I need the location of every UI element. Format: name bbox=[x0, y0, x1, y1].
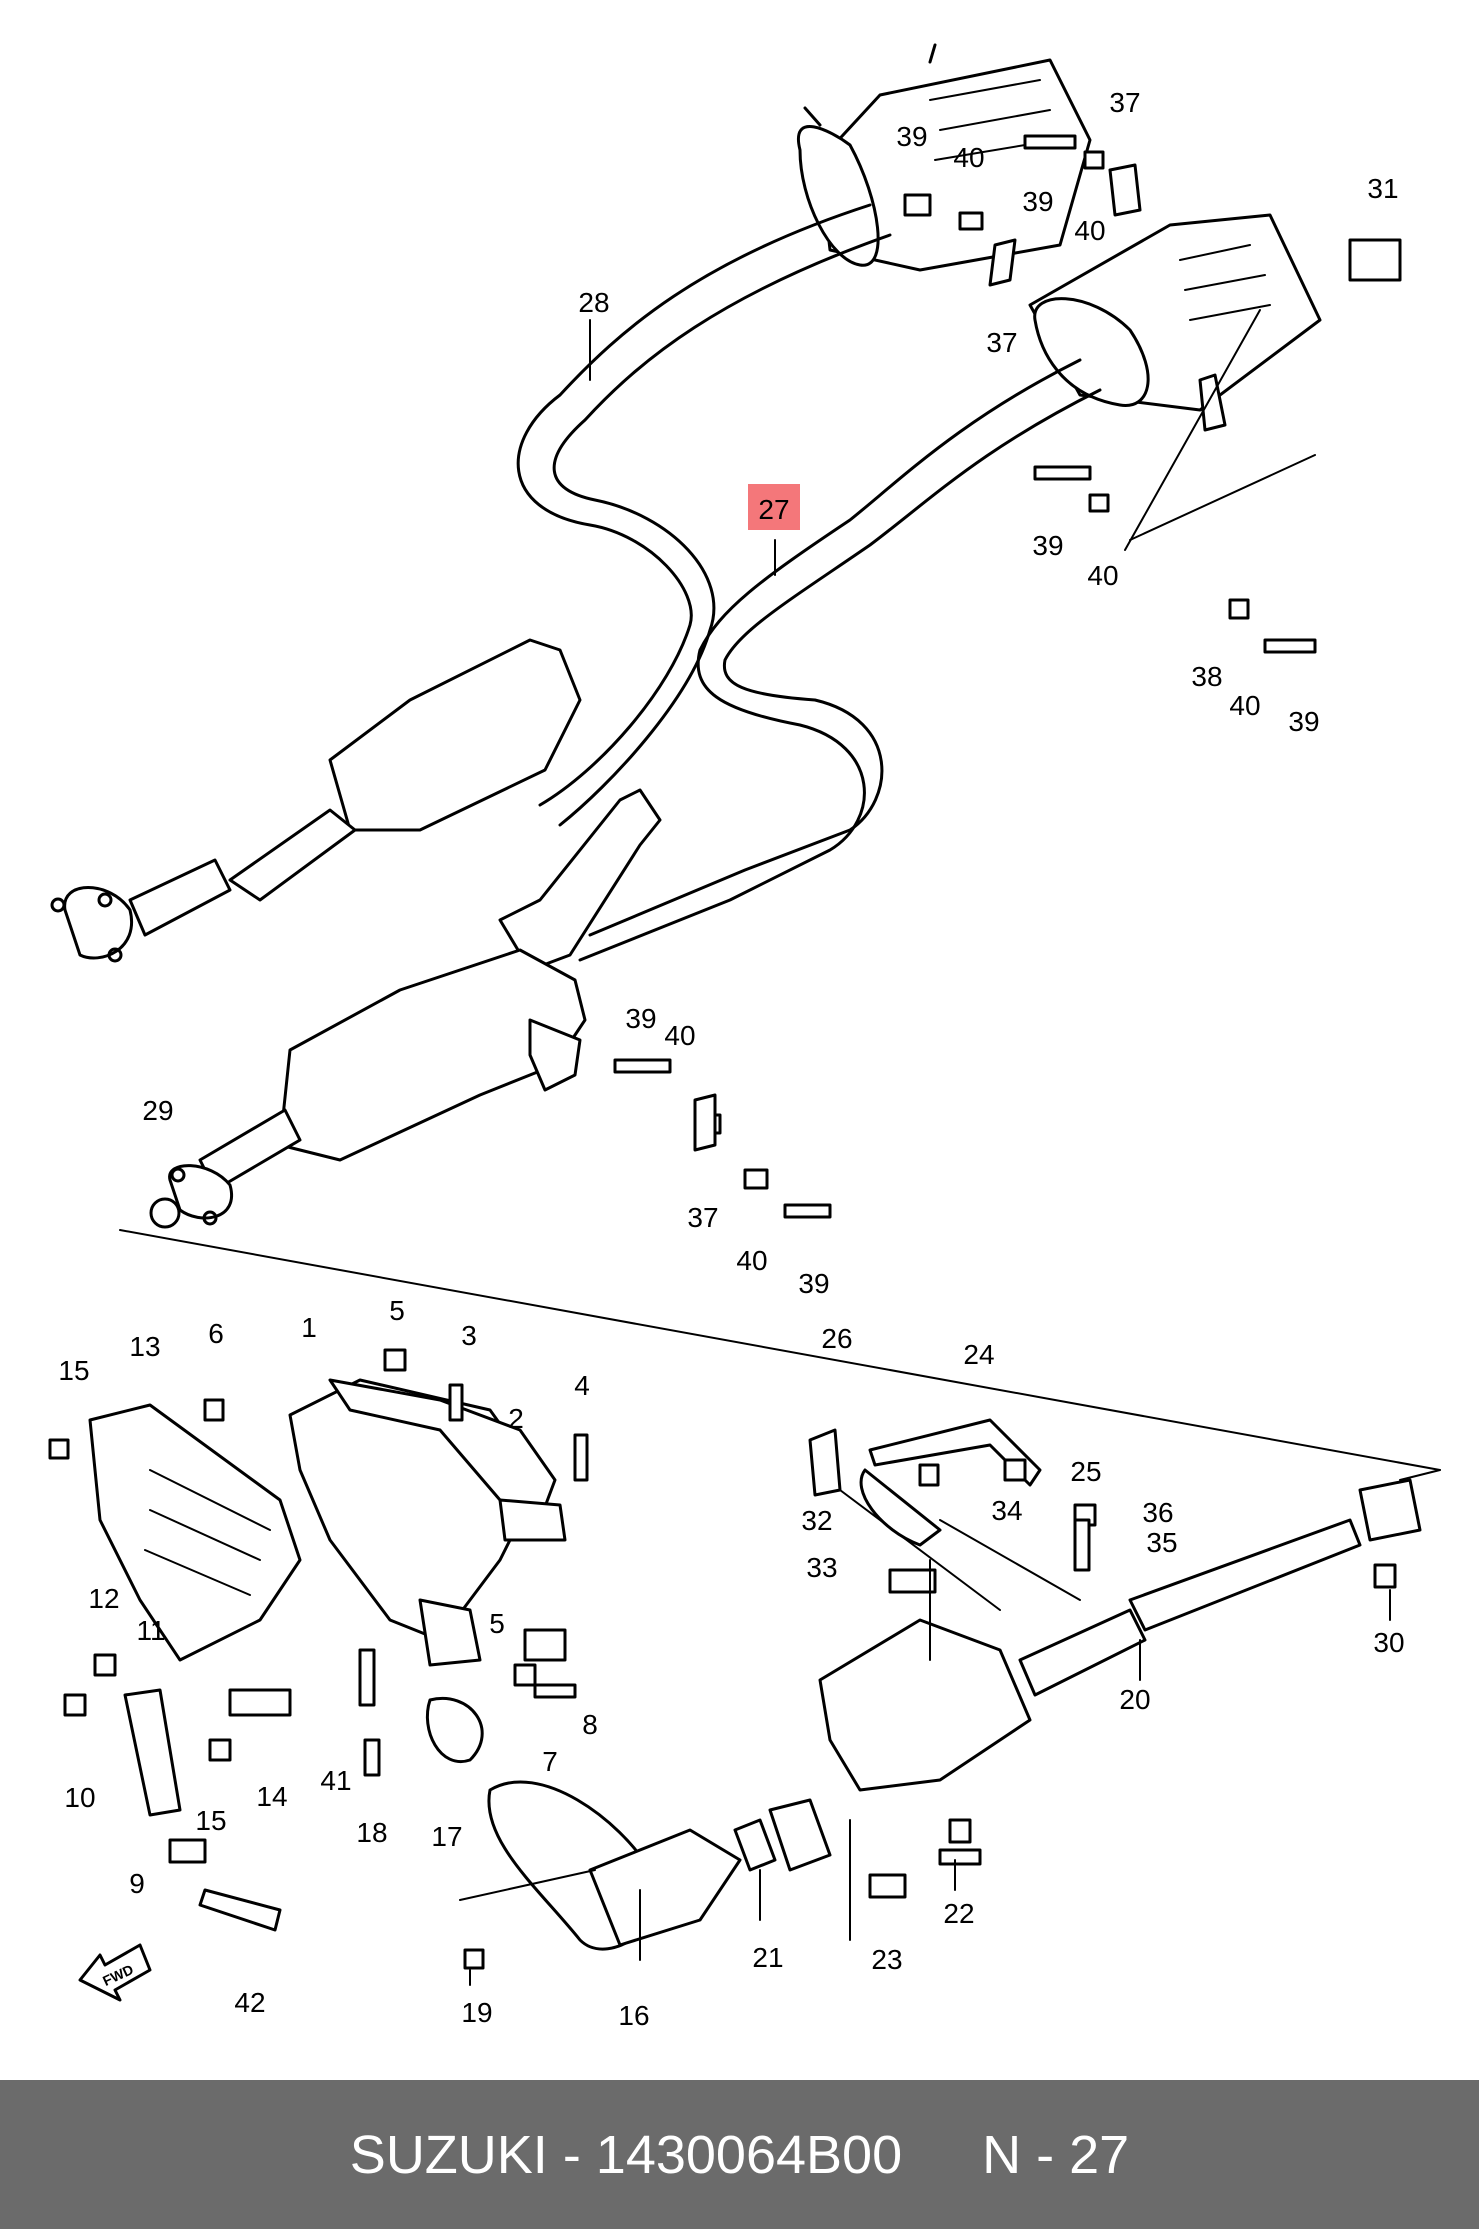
label-32: 32 bbox=[801, 1505, 832, 1536]
footer-bar: SUZUKI - 1430064B00 N - 27 bbox=[0, 2080, 1479, 2229]
front-catalytic-20 bbox=[818, 1478, 1422, 1792]
label-11: 11 bbox=[136, 1615, 165, 1646]
footer-part-number: SUZUKI - 1430064B00 bbox=[349, 2124, 903, 2185]
label-37a: 37 bbox=[1109, 87, 1140, 118]
label-37b: 37 bbox=[986, 327, 1017, 358]
leader-lines-lower bbox=[459, 1489, 1391, 1986]
label-38: 38 bbox=[1191, 661, 1222, 692]
label-4: 4 bbox=[574, 1370, 590, 1401]
label-39d: 39 bbox=[1288, 706, 1319, 737]
label-18: 18 bbox=[356, 1817, 387, 1848]
label-35: 35 bbox=[1146, 1527, 1177, 1558]
label-39c: 39 bbox=[1032, 530, 1063, 561]
leader-lines-upper bbox=[119, 309, 1441, 1481]
label-15b: 15 bbox=[195, 1805, 226, 1836]
label-24: 24 bbox=[963, 1339, 994, 1370]
label-22: 22 bbox=[943, 1898, 974, 1929]
label-29: 29 bbox=[142, 1095, 173, 1126]
label-40a: 40 bbox=[953, 142, 984, 173]
highlight-27 bbox=[748, 484, 800, 530]
label-40b: 40 bbox=[1074, 215, 1105, 246]
label-36: 36 bbox=[1142, 1497, 1173, 1528]
pipe-28-outer bbox=[516, 203, 872, 807]
exhaust-parts-diagram: FWD 27 28 29 31 37 37 37 38 39 39 39 39 … bbox=[48, 43, 1441, 2031]
label-2: 2 bbox=[508, 1403, 524, 1434]
rear-muffler-lower bbox=[1028, 213, 1322, 412]
label-41: 41 bbox=[320, 1765, 351, 1796]
label-25: 25 bbox=[1070, 1456, 1101, 1487]
label-33: 33 bbox=[806, 1552, 837, 1583]
label-7: 7 bbox=[542, 1746, 558, 1777]
label-39f: 39 bbox=[798, 1268, 829, 1299]
label-3: 3 bbox=[461, 1320, 477, 1351]
rear-muffler-upper bbox=[796, 43, 1092, 272]
pipe-27-outer bbox=[578, 358, 1082, 962]
label-31: 31 bbox=[1367, 173, 1398, 204]
manifold-fasteners bbox=[48, 1348, 982, 1970]
label-19: 19 bbox=[461, 1997, 492, 2028]
label-15a: 15 bbox=[58, 1355, 89, 1386]
label-21: 21 bbox=[752, 1942, 783, 1973]
label-42: 42 bbox=[234, 1987, 265, 2018]
upper-catalytic-section bbox=[50, 638, 662, 972]
part-labels: 27 28 29 31 37 37 37 38 39 39 39 39 39 3… bbox=[58, 87, 1404, 2031]
label-14: 14 bbox=[256, 1781, 287, 1812]
label-5a: 5 bbox=[389, 1295, 405, 1326]
fwd-arrow: FWD bbox=[78, 1943, 152, 2002]
label-12: 12 bbox=[88, 1583, 119, 1614]
label-26: 26 bbox=[821, 1323, 852, 1354]
label-6: 6 bbox=[208, 1318, 224, 1349]
label-40c: 40 bbox=[1087, 560, 1118, 591]
label-40d: 40 bbox=[1229, 690, 1260, 721]
label-30: 30 bbox=[1373, 1627, 1404, 1658]
mid-catalytic-converter bbox=[149, 948, 587, 1229]
front-pipe-16 bbox=[487, 1780, 832, 1951]
pipe-27-inner bbox=[588, 388, 1102, 937]
pipe-28-inner bbox=[552, 233, 892, 827]
label-40f: 40 bbox=[736, 1245, 767, 1276]
label-1: 1 bbox=[301, 1312, 317, 1343]
label-39e: 39 bbox=[625, 1003, 656, 1034]
label-5b: 5 bbox=[489, 1608, 505, 1639]
label-34: 34 bbox=[991, 1495, 1022, 1526]
label-20: 20 bbox=[1119, 1684, 1150, 1715]
label-37c: 37 bbox=[687, 1202, 718, 1233]
bracket-hardware-lower bbox=[808, 1418, 1397, 1594]
label-13: 13 bbox=[129, 1331, 160, 1362]
label-16: 16 bbox=[618, 2000, 649, 2031]
exhaust-manifold-assembly bbox=[88, 1378, 557, 1667]
label-10: 10 bbox=[64, 1782, 95, 1813]
hanger-hardware-upper bbox=[613, 134, 1402, 1219]
label-28: 28 bbox=[578, 287, 609, 318]
label-8: 8 bbox=[582, 1709, 598, 1740]
label-9: 9 bbox=[129, 1868, 145, 1899]
label-39a: 39 bbox=[896, 121, 927, 152]
footer-reference: N - 27 bbox=[982, 2124, 1130, 2185]
label-17: 17 bbox=[431, 1821, 462, 1852]
label-23: 23 bbox=[871, 1944, 902, 1975]
label-27: 27 bbox=[758, 494, 789, 525]
label-39b: 39 bbox=[1022, 186, 1053, 217]
label-40e: 40 bbox=[664, 1020, 695, 1051]
